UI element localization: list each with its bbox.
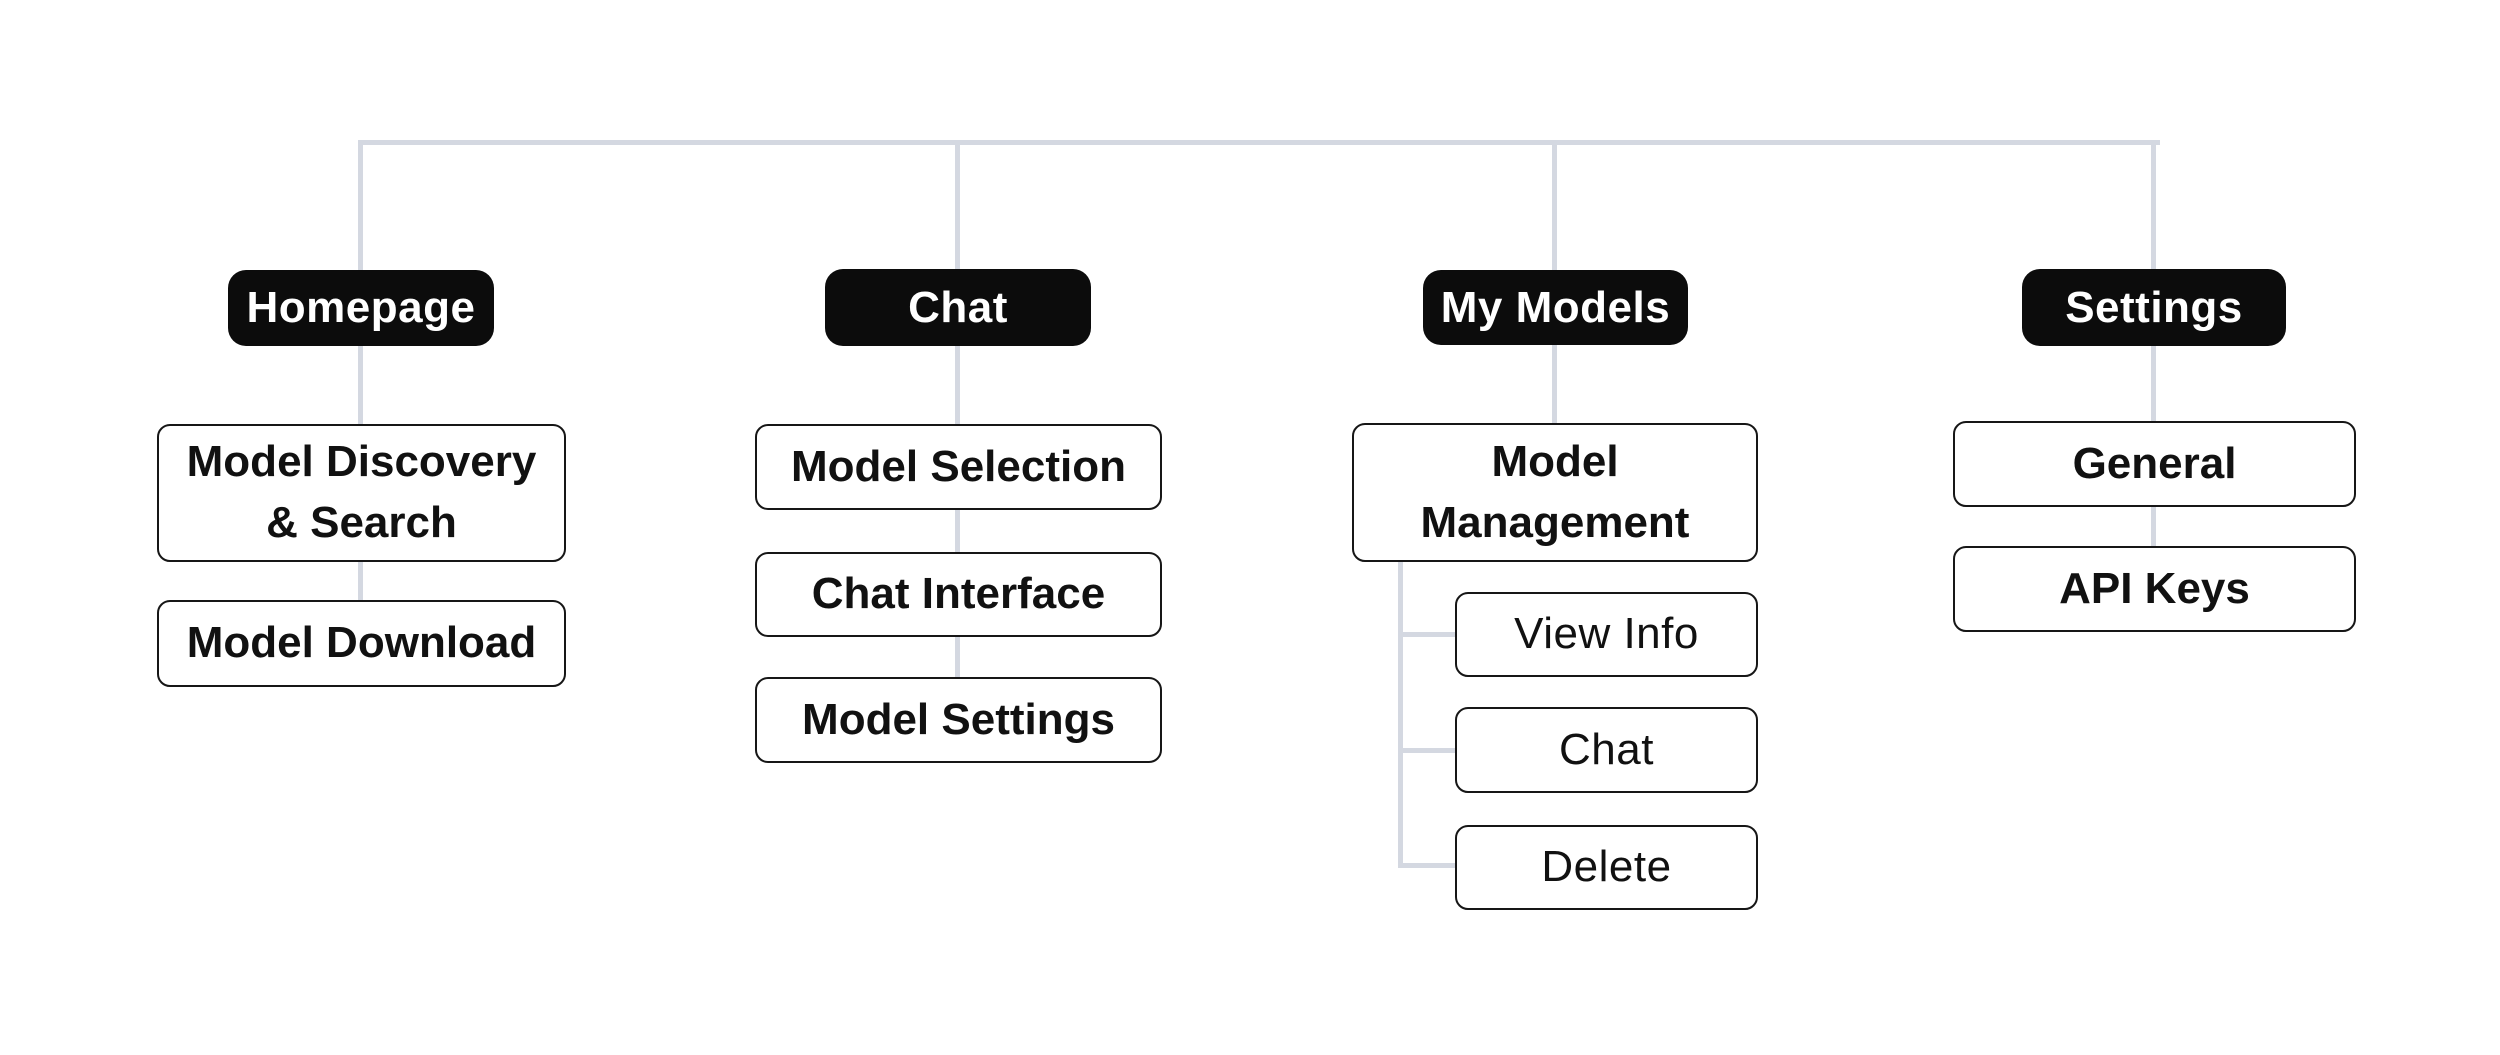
connector-stub-delete — [1398, 863, 1455, 868]
connector-homepage-child2 — [358, 561, 363, 600]
box-model-download: Model Download — [157, 600, 566, 687]
node-my-models-label: My Models — [1440, 282, 1671, 332]
box-delete: Delete — [1455, 825, 1758, 910]
connector-drop-my-models — [1552, 140, 1557, 270]
connector-stub-chat — [1398, 748, 1455, 753]
connector-settings-child1 — [2151, 346, 2156, 421]
connector-my-models-child1 — [1552, 345, 1557, 423]
node-settings: Settings — [2022, 269, 2286, 346]
connector-drop-chat — [955, 140, 960, 269]
connector-drop-settings — [2151, 140, 2156, 269]
connector-chat-child2 — [955, 510, 960, 552]
node-chat: Chat — [825, 269, 1091, 346]
box-view-info-label: View Info — [1514, 609, 1699, 659]
box-sub-chat-label: Chat — [1559, 724, 1654, 774]
connector-homepage-child1 — [358, 345, 363, 424]
box-model-management-label: Model Management — [1420, 436, 1690, 547]
connector-management-spine — [1398, 562, 1403, 868]
box-general: General — [1953, 421, 2356, 507]
node-my-models: My Models — [1423, 270, 1688, 345]
box-chat-interface-label: Chat Interface — [811, 569, 1106, 619]
box-model-settings: Model Settings — [755, 677, 1162, 763]
box-model-management: Model Management — [1352, 423, 1758, 562]
box-model-selection: Model Selection — [755, 424, 1162, 510]
box-api-keys: API Keys — [1953, 546, 2356, 632]
node-homepage-label: Homepage — [246, 283, 476, 332]
box-model-settings-label: Model Settings — [802, 694, 1115, 744]
connector-chat-child3 — [955, 637, 960, 677]
connector-drop-homepage — [358, 140, 363, 270]
connector-settings-child2 — [2151, 507, 2156, 546]
box-general-label: General — [2072, 438, 2237, 488]
box-chat-interface: Chat Interface — [755, 552, 1162, 637]
box-model-discovery-search-label: Model Discovery & Search — [186, 437, 537, 547]
box-model-download-label: Model Download — [186, 618, 537, 668]
node-homepage: Homepage — [228, 270, 494, 346]
node-chat-label: Chat — [908, 282, 1008, 332]
box-sub-chat: Chat — [1455, 707, 1758, 793]
connector-top-horizontal — [358, 140, 2160, 145]
box-model-selection-label: Model Selection — [791, 441, 1126, 491]
box-delete-label: Delete — [1541, 842, 1672, 892]
box-model-discovery-search: Model Discovery & Search — [157, 424, 566, 562]
connector-chat-child1 — [955, 346, 960, 424]
connector-stub-view-info — [1398, 632, 1455, 637]
box-view-info: View Info — [1455, 592, 1758, 677]
box-api-keys-label: API Keys — [2059, 563, 2250, 613]
node-settings-label: Settings — [2065, 282, 2243, 332]
